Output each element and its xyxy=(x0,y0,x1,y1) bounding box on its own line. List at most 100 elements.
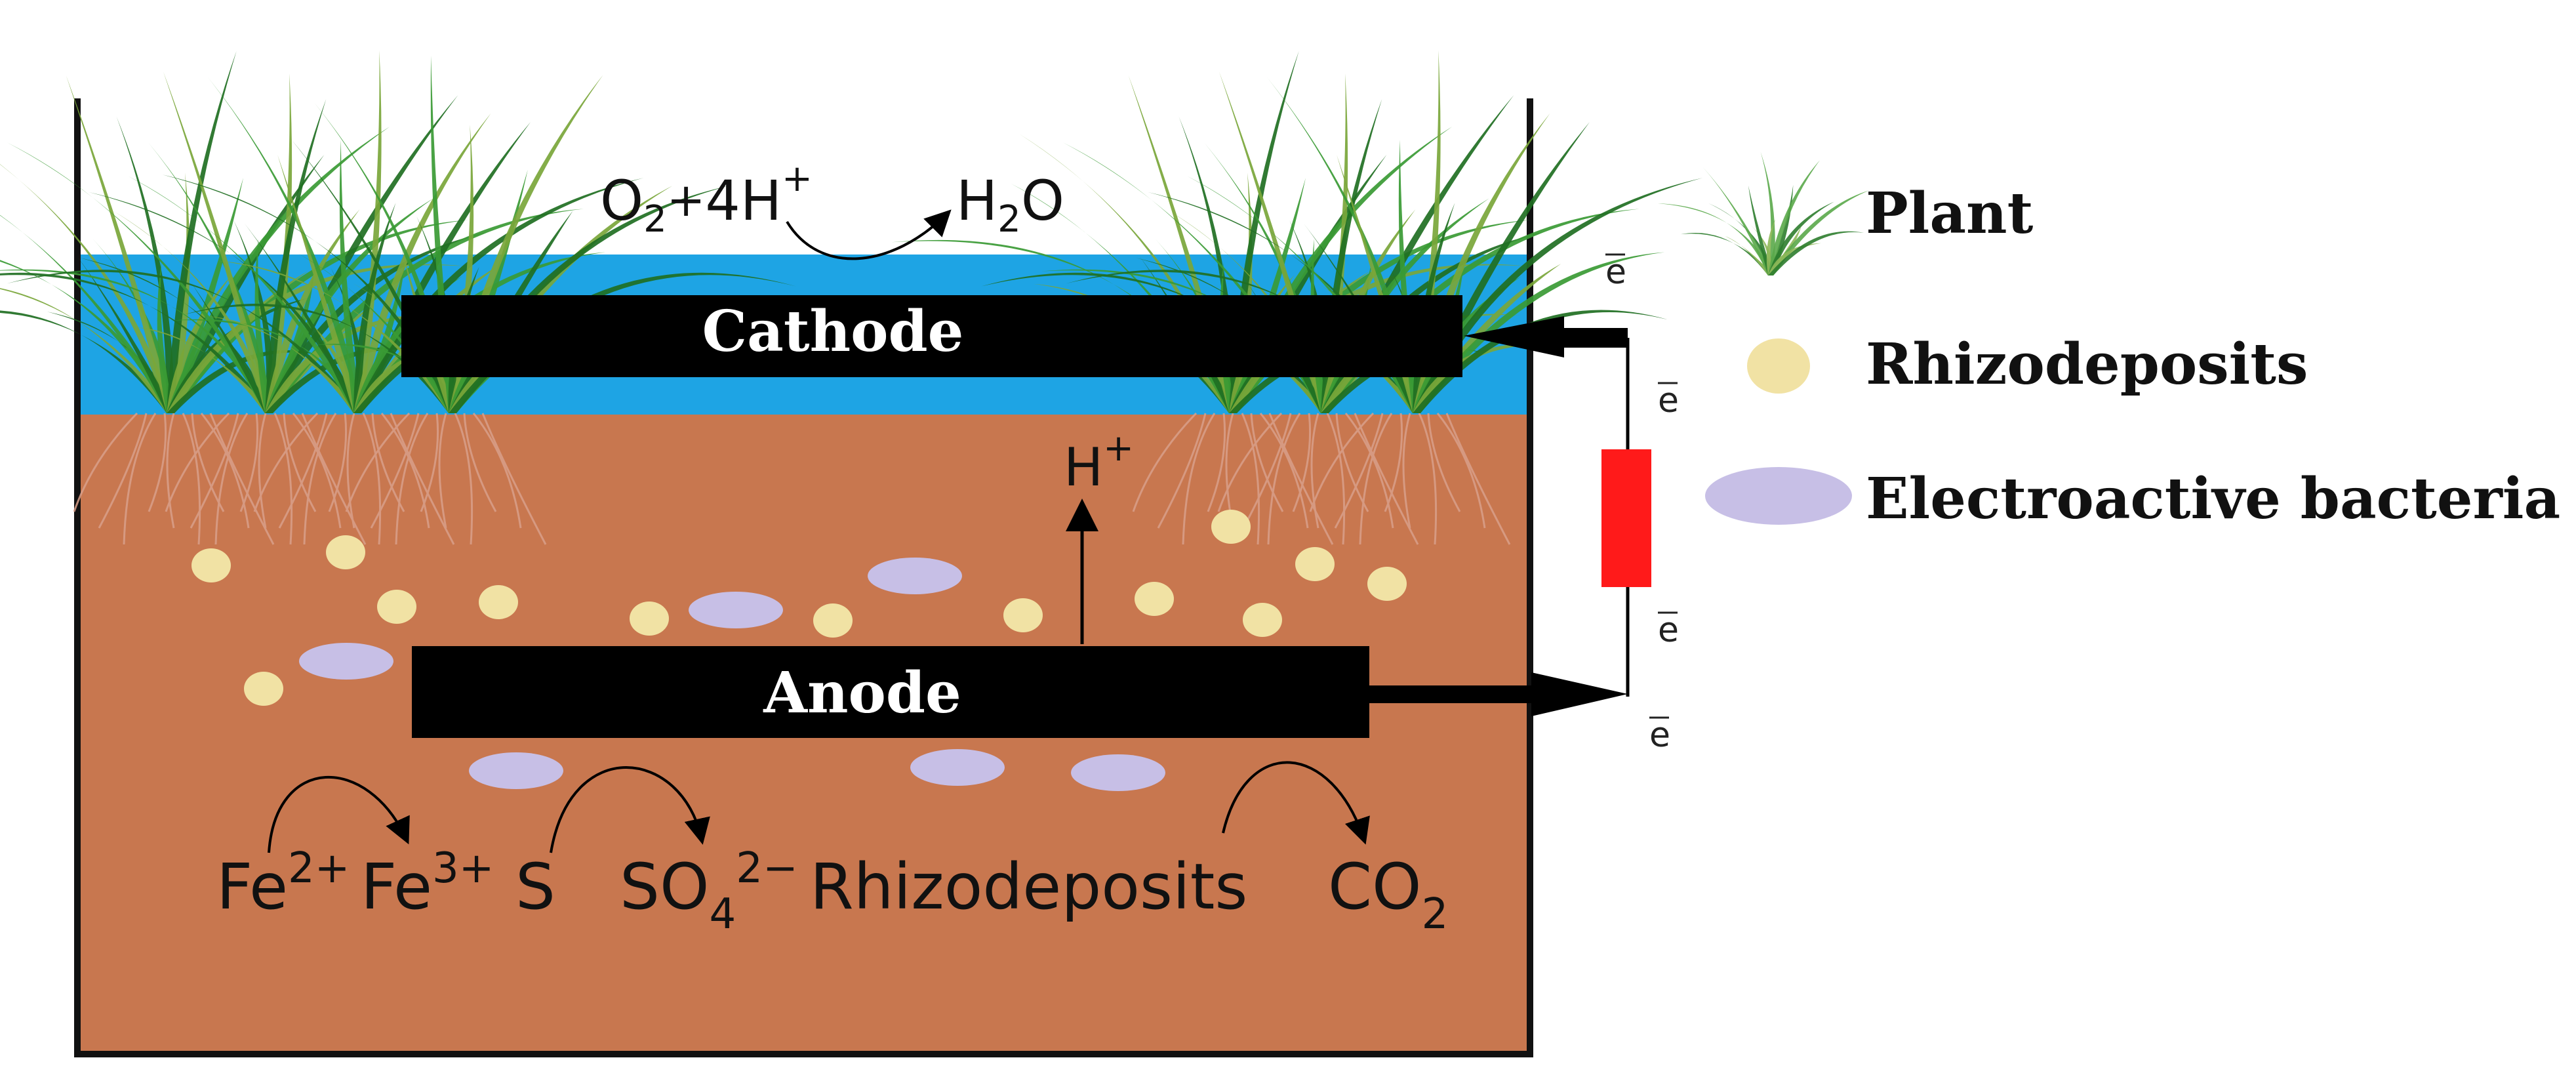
grass-blade xyxy=(277,155,361,413)
root-strand xyxy=(1292,413,1312,512)
root-strand xyxy=(1326,413,1346,545)
root-strand xyxy=(278,413,328,529)
grass-blade xyxy=(285,132,456,414)
root-strand xyxy=(1250,413,1284,512)
svg-text:O2+4H+: O2+4H+ xyxy=(600,157,813,241)
bacterium xyxy=(299,643,393,680)
grass-blade xyxy=(136,327,273,413)
oxygen-reduction-reaction: O2+4H+ H2O xyxy=(600,157,1064,260)
electron-label-1: e xyxy=(1605,253,1626,292)
root-strand xyxy=(1132,412,1197,512)
root-strand xyxy=(370,413,420,529)
root-strand xyxy=(1310,413,1319,529)
legend-plant-label: Plant xyxy=(1866,180,2034,247)
root-strand xyxy=(463,413,497,512)
root-strand xyxy=(1268,413,1334,545)
electron-labels: e e e e xyxy=(1605,253,1679,755)
sulfur-label: S xyxy=(515,850,555,924)
plant-roots xyxy=(73,412,1511,545)
root-strand xyxy=(1309,412,1375,512)
root-strand xyxy=(253,412,319,512)
root-strand xyxy=(1241,413,1260,545)
legend-grass-blade xyxy=(1725,235,1773,275)
legend-grass-blade xyxy=(1766,219,1775,275)
rhizodeposit-particle xyxy=(630,602,669,636)
external-circuit xyxy=(1369,316,1651,716)
root-strand xyxy=(258,413,267,529)
root-strand xyxy=(292,413,342,529)
root-strand xyxy=(190,413,239,529)
legend-grass-blade xyxy=(1768,231,1864,275)
svg-text:H2O: H2O xyxy=(956,169,1064,241)
grass-blade xyxy=(7,270,361,413)
anode-label: Anode xyxy=(763,660,961,726)
cathode-wire-arrow xyxy=(1464,316,1628,357)
root-strand xyxy=(481,413,547,545)
root-strand xyxy=(454,413,473,545)
root-strand xyxy=(1445,413,1511,545)
root-strand xyxy=(166,413,175,529)
grass-blade xyxy=(1413,310,1670,413)
root-strand xyxy=(1418,413,1438,545)
anode-electrode xyxy=(412,646,1369,738)
root-strand xyxy=(1436,413,1486,529)
grass-blade xyxy=(353,343,496,413)
resistor xyxy=(1601,449,1651,587)
grass-blade xyxy=(1192,327,1329,413)
root-strand xyxy=(123,413,157,545)
root-strand xyxy=(1427,413,1461,512)
root-strand xyxy=(1354,413,1419,545)
root-strand xyxy=(1359,413,1393,545)
root-strand xyxy=(148,413,167,512)
anode-wire-arrow xyxy=(1369,672,1628,716)
legend-bacteria-icon xyxy=(1705,467,1852,525)
root-strand xyxy=(362,413,382,545)
co2-label: CO2 xyxy=(1328,850,1448,939)
grass-blade xyxy=(245,223,361,413)
legend-rhizodeposit-icon xyxy=(1747,338,1810,394)
legend-plant-icon xyxy=(1657,152,1870,275)
rhizodeposit-particle xyxy=(1367,567,1407,601)
root-strand xyxy=(1182,413,1216,545)
root-strand xyxy=(214,413,249,545)
fe2-label: Fe2+ xyxy=(216,844,350,924)
root-strand xyxy=(420,413,439,512)
grass-blade xyxy=(339,140,361,413)
rhizodeposit-particle xyxy=(1295,547,1335,581)
grass-blade xyxy=(353,203,396,413)
sulfur-oxidation-arrow xyxy=(550,766,710,853)
root-strand xyxy=(390,413,455,545)
electron-label-2: e xyxy=(1658,381,1679,420)
root-strand xyxy=(1242,413,1292,529)
fe3-label: Fe3+ xyxy=(361,844,494,924)
legend-grass-blade xyxy=(1657,203,1773,275)
bacterium xyxy=(910,749,1005,786)
grass-blade xyxy=(163,71,273,413)
root-strand xyxy=(303,413,337,545)
root-strand xyxy=(1267,413,1301,545)
bacterium xyxy=(868,558,962,594)
iron-oxidation-arrow xyxy=(268,775,410,853)
grass-blade xyxy=(449,310,612,413)
cathode-label: Cathode xyxy=(702,298,964,365)
root-strand xyxy=(328,413,348,512)
legend-bacteria-label: Electroactive bacteria xyxy=(1866,466,2560,532)
root-strand xyxy=(1217,412,1283,512)
root-strand xyxy=(191,413,225,512)
rhizodeposit-particle xyxy=(1211,510,1251,544)
root-strand xyxy=(1207,413,1226,512)
root-strand xyxy=(345,412,411,512)
root-strand xyxy=(209,413,275,545)
grass-blade xyxy=(167,154,325,413)
proton-label: H+ xyxy=(1064,427,1134,498)
rhizodeposit-particle xyxy=(479,585,518,619)
rhizodeposit-particles xyxy=(191,510,1407,706)
rhizodeposit-particle xyxy=(377,590,416,624)
grass-blade xyxy=(1413,343,1555,413)
electron-label-3: e xyxy=(1658,611,1679,650)
rhizodeposit-particle xyxy=(191,548,231,582)
electron-label-4: e xyxy=(1649,716,1670,755)
root-strand xyxy=(395,413,429,545)
bacterium xyxy=(1071,754,1165,791)
